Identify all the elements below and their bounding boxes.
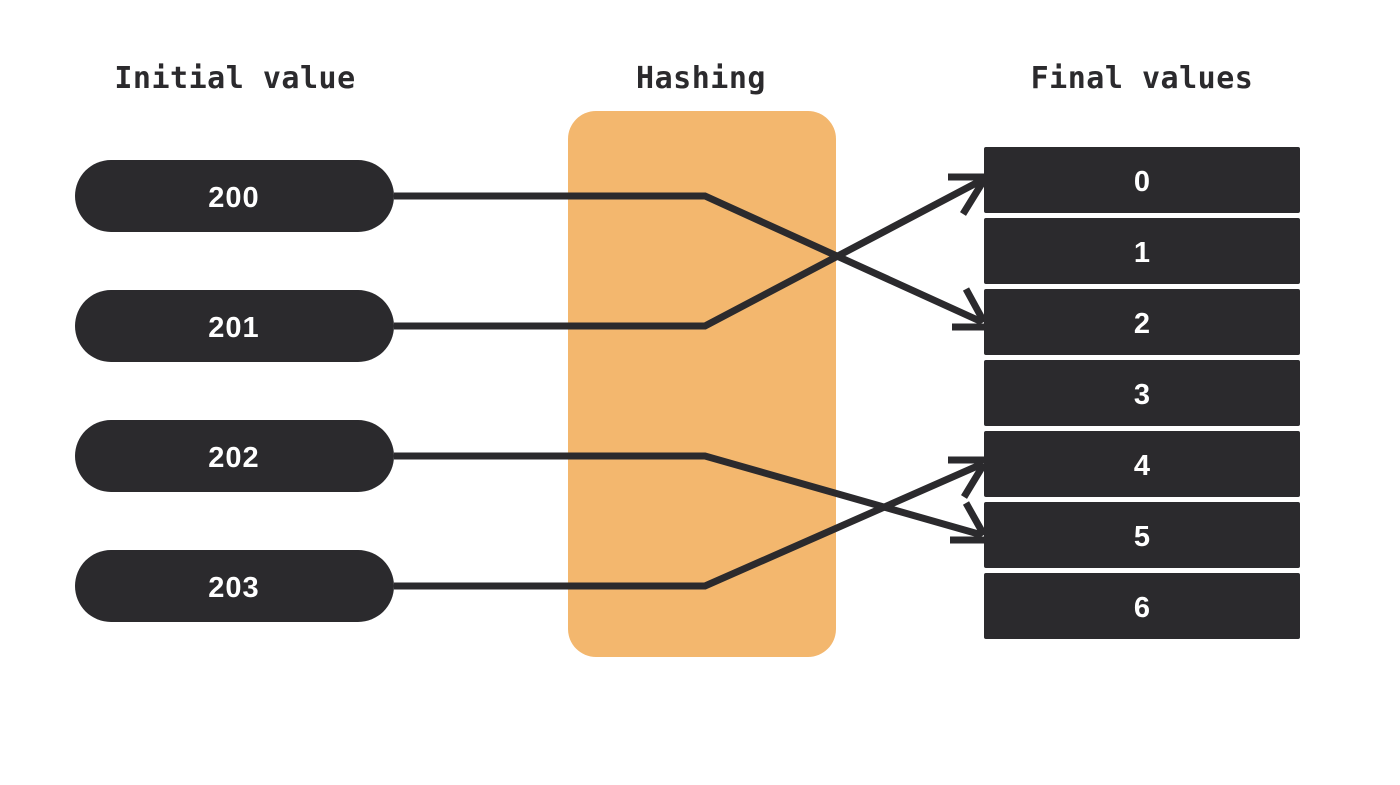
input-pill-label: 201 — [208, 312, 259, 344]
input-pill-label: 202 — [208, 442, 259, 474]
slot-box[interactable] — [984, 218, 1300, 284]
slot-row-0[interactable]: 0 — [984, 147, 1300, 213]
slot-box[interactable] — [984, 431, 1300, 497]
hashing-panel — [568, 111, 836, 657]
input-pill-label: 200 — [208, 182, 259, 214]
connector-group — [394, 176, 984, 590]
input-pill-3[interactable]: 203 — [75, 550, 394, 622]
slot-box[interactable] — [984, 360, 1300, 426]
input-pill-shape[interactable] — [75, 160, 394, 232]
input-pill-shape[interactable] — [75, 550, 394, 622]
slot-label: 0 — [1134, 166, 1150, 198]
slot-row-5[interactable]: 5 — [984, 502, 1300, 568]
arrowhead-slot-0 — [948, 173, 987, 216]
slot-label: 1 — [1134, 237, 1150, 269]
slot-label: 2 — [1134, 308, 1150, 340]
slot-row-2[interactable]: 2 — [984, 289, 1300, 355]
input-pill-0[interactable]: 200 — [75, 160, 394, 232]
arrowhead-slot-5 — [950, 501, 988, 544]
arrowhead-group — [948, 173, 988, 544]
slot-label: 4 — [1134, 450, 1150, 482]
input-pill-1[interactable]: 201 — [75, 290, 394, 362]
connector-203-to-slot-4 — [394, 460, 984, 590]
slot-row-6[interactable]: 6 — [984, 573, 1300, 639]
input-pill-2[interactable]: 202 — [75, 420, 394, 492]
slot-row-1[interactable]: 1 — [984, 218, 1300, 284]
slot-box[interactable] — [984, 289, 1300, 355]
connector-202-to-slot-5 — [394, 452, 983, 539]
slot-box[interactable] — [984, 147, 1300, 213]
slot-label: 3 — [1134, 379, 1150, 411]
heading-initial-value: Initial value — [114, 61, 355, 96]
connector-201-to-slot-0 — [394, 176, 984, 330]
heading-final-values: Final values — [1031, 61, 1254, 96]
arrowhead-slot-2 — [952, 287, 988, 331]
slot-label: 6 — [1134, 592, 1150, 624]
input-pill-label: 203 — [208, 572, 259, 604]
slot-box[interactable] — [984, 573, 1300, 639]
heading-hashing: Hashing — [636, 61, 766, 96]
arrowhead-slot-4 — [948, 456, 987, 499]
slot-box[interactable] — [984, 502, 1300, 568]
slot-row-3[interactable]: 3 — [984, 360, 1300, 426]
input-pill-shape[interactable] — [75, 290, 394, 362]
input-pill-shape[interactable] — [75, 420, 394, 492]
connector-200-to-slot-2 — [394, 192, 984, 326]
slot-row-4[interactable]: 4 — [984, 431, 1300, 497]
slot-label: 5 — [1134, 521, 1150, 553]
